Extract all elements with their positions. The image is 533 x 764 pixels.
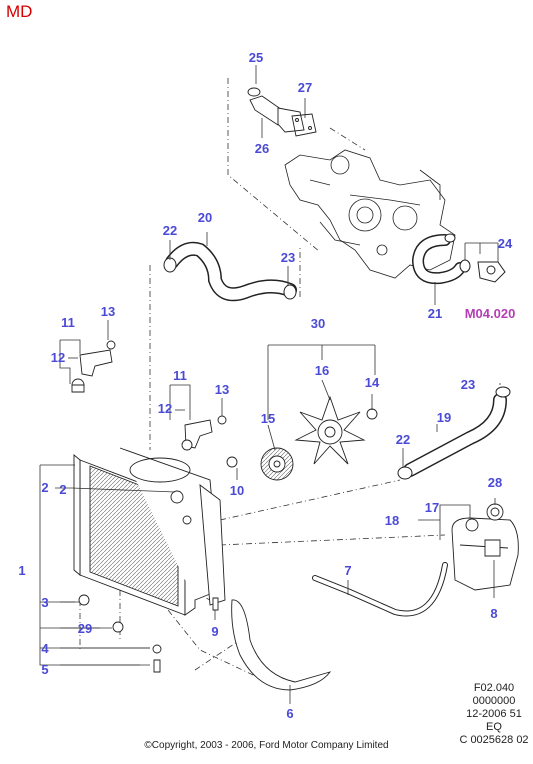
callout-24: 24 [498,236,513,251]
engine-block [284,149,456,279]
callout-14: 14 [365,375,380,390]
callout-11a: 11 [61,315,75,330]
callout-23a: 23 [281,250,295,265]
ref-line-5: C 0025628 02 [459,734,529,746]
callout-9: 9 [211,624,218,639]
callout-3: 3 [41,595,48,610]
ref-line-4: EQ [486,721,502,733]
radiator [73,447,238,673]
hose-19 [397,386,511,480]
water-outlet [247,87,317,137]
bracket-middle [181,415,227,451]
callout-1: 1 [18,563,25,578]
callout-30: 30 [311,316,325,331]
callout-23b: 23 [461,377,475,392]
ref-line-3: 12-2006 51 [466,708,522,720]
cooling-fan [260,395,378,481]
callout-22b: 22 [396,432,410,447]
callout-13a: 13 [101,304,115,319]
callout-12b: 12 [158,401,172,416]
market-code: MD [6,2,33,21]
ref-line-2: 0000000 [472,695,516,707]
callout-4: 4 [41,641,49,656]
callout-8: 8 [490,606,497,621]
air-deflector [231,599,332,691]
callout-6: 6 [286,706,293,721]
hose-7 [312,562,448,617]
callout-26: 26 [255,141,269,156]
callout-19: 19 [437,410,451,425]
callout-29: 29 [78,621,92,636]
callout-20: 20 [198,210,212,225]
callout-16: 16 [315,363,329,378]
ref-line-1: F02.040 [473,682,515,694]
callout-27: 27 [298,80,312,95]
subref-label: M04.020 [465,306,516,321]
callout-28: 28 [488,475,502,490]
callout-10: 10 [230,483,244,498]
copyright-notice: ©Copyright, 2003 - 2006, Ford Motor Comp… [144,740,389,751]
expansion-tank [451,503,519,591]
callout-25: 25 [249,50,263,65]
callout-13b: 13 [215,382,229,397]
bracket-upper [71,340,116,393]
callout-11b: 11 [173,368,187,383]
callout-2a: 2 [41,480,48,495]
callout-21: 21 [428,306,442,321]
callout-7: 7 [344,563,351,578]
callout-18: 18 [385,513,399,528]
callout-12a: 12 [51,350,65,365]
hose-20 [163,241,297,302]
callout-17: 17 [425,500,439,515]
callout-22a: 22 [163,223,177,238]
hose-21 [411,233,506,285]
callout-5: 5 [41,662,48,677]
callout-15: 15 [261,411,275,426]
callout-2b: 2 [59,482,66,497]
drawing-reference: F02.040 0000000 12-2006 51 EQ C 0025628 … [455,682,533,747]
